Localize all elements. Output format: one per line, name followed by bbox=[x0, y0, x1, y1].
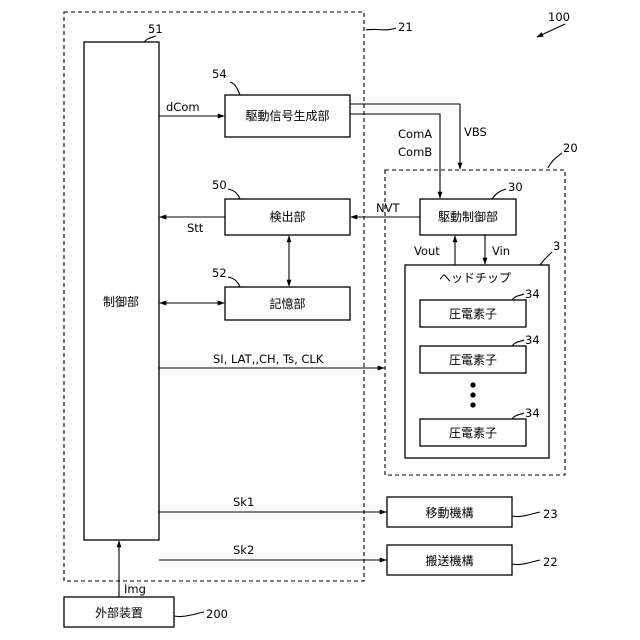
ellipsis-dot bbox=[470, 382, 475, 387]
control-bus-label: SI, LAT,,CH, Ts, CLK bbox=[213, 352, 324, 366]
controller-region-ref: 21 bbox=[398, 20, 413, 34]
piezo-element-label-3: 圧電素子 bbox=[449, 426, 497, 440]
transport-mechanism-label: 搬送機構 bbox=[425, 553, 473, 568]
external-device-label: 外部装置 bbox=[95, 605, 143, 620]
head-chip-label: ヘッドチップ bbox=[439, 271, 511, 285]
detector-ref: 50 bbox=[212, 178, 227, 192]
memory-ref: 52 bbox=[212, 266, 227, 280]
memory-label: 記憶部 bbox=[269, 296, 305, 311]
external-device-leader bbox=[174, 612, 204, 617]
head-region-ref: 20 bbox=[563, 141, 578, 155]
vin-label: Vin bbox=[492, 244, 510, 258]
piezo-element-ref-3: 34 bbox=[525, 406, 540, 420]
piezo-element-ref-1: 34 bbox=[525, 287, 540, 301]
memory-leader bbox=[228, 277, 240, 287]
head-chip-ref: 3 bbox=[553, 239, 560, 253]
detector-label: 検出部 bbox=[269, 209, 305, 224]
vout-label: Vout bbox=[414, 244, 440, 258]
img-label: Img bbox=[124, 582, 146, 596]
piezo-element-label-1: 圧電素子 bbox=[449, 307, 497, 321]
figure-number-leader bbox=[537, 24, 565, 37]
external-device-ref: 200 bbox=[206, 607, 228, 621]
control-unit-label: 制御部 bbox=[103, 294, 139, 309]
control-unit-box bbox=[84, 42, 159, 540]
control-unit-leader bbox=[144, 36, 156, 42]
ellipsis-dot bbox=[470, 402, 475, 407]
piezo-element-ref-2: 34 bbox=[525, 333, 540, 347]
drive-controller-leader bbox=[492, 189, 506, 199]
controller-region-leader bbox=[366, 28, 396, 30]
piezo-element-label-2: 圧電素子 bbox=[449, 353, 497, 367]
comb-label: ComB bbox=[398, 145, 432, 159]
transport-mechanism-leader bbox=[512, 560, 540, 565]
drive-controller-ref: 30 bbox=[508, 180, 523, 194]
transport-mechanism-ref: 22 bbox=[543, 555, 558, 569]
coma-label: ComA bbox=[398, 127, 432, 141]
detector-leader bbox=[228, 189, 240, 199]
drive-signal-generator-leader bbox=[230, 82, 240, 95]
control-unit-ref: 51 bbox=[148, 22, 163, 36]
moving-mechanism-leader bbox=[512, 512, 540, 517]
head-region-leader bbox=[548, 153, 562, 168]
drive-signal-generator-label: 駆動信号生成部 bbox=[245, 108, 329, 123]
moving-mechanism-ref: 23 bbox=[543, 507, 558, 521]
drive-controller-label: 駆動制御部 bbox=[438, 209, 498, 224]
stt-label: Stt bbox=[187, 221, 204, 235]
drive-signal-generator-ref: 54 bbox=[212, 67, 227, 81]
ellipsis-dot bbox=[470, 392, 475, 397]
dcom-label: dCom bbox=[166, 100, 200, 114]
sk1-label: Sk1 bbox=[233, 495, 254, 509]
nvt-label: NVT bbox=[376, 201, 400, 215]
head-chip-leader bbox=[540, 252, 552, 265]
figure-number: 100 bbox=[548, 10, 570, 24]
vbs-label: VBS bbox=[464, 125, 487, 139]
moving-mechanism-label: 移動機構 bbox=[425, 505, 473, 520]
sk2-label: Sk2 bbox=[233, 543, 254, 557]
